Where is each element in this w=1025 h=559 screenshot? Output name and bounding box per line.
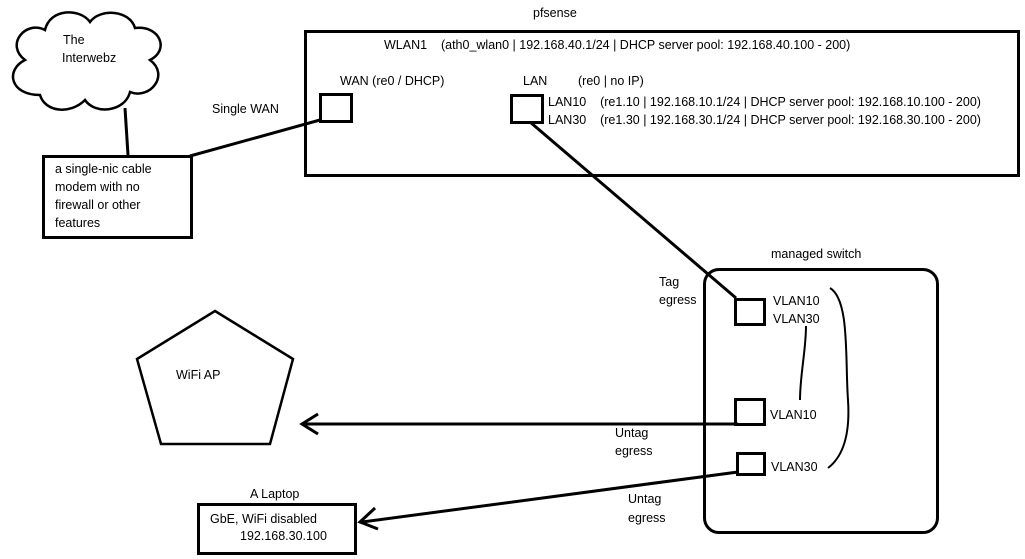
untag-egress-laptop-line1: Untag [628, 492, 662, 506]
switch-port-vlan30 [736, 452, 766, 476]
pfsense-box [304, 30, 1020, 177]
cloud-label-line2: Interwebz [62, 51, 117, 65]
laptop-arrowhead [357, 506, 379, 531]
switch-trunk-vlan10: VLAN10 [773, 294, 820, 308]
wifi-ap-label: WiFi AP [176, 368, 221, 382]
ap-arrowhead [299, 412, 319, 436]
cloud-modem-cable [123, 107, 130, 156]
lan30-label: LAN30 (re1.30 | 192.168.30.1/24 | DHCP s… [548, 113, 981, 127]
lan-port [510, 94, 544, 124]
modem-line-4: features [55, 216, 101, 230]
switch-port-vlan10 [734, 398, 766, 426]
laptop-line2: 192.168.30.100 [240, 529, 327, 543]
switch-box [703, 268, 939, 534]
wan-port-label: WAN (re0 / DHCP) [340, 74, 445, 88]
switch-title: managed switch [771, 247, 862, 261]
internet-cloud-shape [11, 11, 162, 111]
untag-egress-ap-line2: egress [615, 444, 653, 458]
laptop-line1: GbE, WiFi disabled [210, 512, 317, 526]
modem-line-2: modem with no [55, 180, 140, 194]
wan-port [319, 93, 353, 123]
untag-egress-ap-line1: Untag [615, 426, 649, 440]
wan-cable [189, 118, 321, 158]
modem-box [42, 155, 193, 239]
tag-egress-line1: Tag [659, 275, 680, 289]
vlan10-group-line [799, 325, 807, 401]
switch-trunk-port [734, 298, 766, 326]
switch-port-vlan10-label: VLAN10 [770, 408, 817, 422]
single-wan-label: Single WAN [212, 102, 279, 116]
wifi-ap-shape [135, 309, 295, 446]
pfsense-title: pfsense [533, 6, 577, 20]
lan10-label: LAN10 (re1.10 | 192.168.10.1/24 | DHCP s… [548, 95, 981, 109]
laptop-box [197, 503, 357, 555]
wlan1-label: WLAN1 (ath0_wlan0 | 192.168.40.1/24 | DH… [384, 38, 851, 52]
modem-line-1: a single-nic cable [55, 162, 152, 176]
laptop-cable [361, 470, 739, 524]
lan-trunk-cable [529, 120, 737, 300]
modem-line-3: firewall or other [55, 198, 141, 212]
lan-port-desc: (re0 | no IP) [578, 74, 644, 88]
untag-egress-laptop-line2: egress [628, 511, 666, 525]
cloud-label-line1: The [63, 33, 85, 47]
switch-port-vlan30-label: VLAN30 [771, 460, 818, 474]
vlan30-group-line [827, 287, 850, 469]
lan-port-label: LAN [523, 74, 548, 88]
tag-egress-line2: egress [659, 293, 697, 307]
laptop-title: A Laptop [250, 487, 300, 501]
switch-trunk-vlan30: VLAN30 [773, 312, 820, 326]
